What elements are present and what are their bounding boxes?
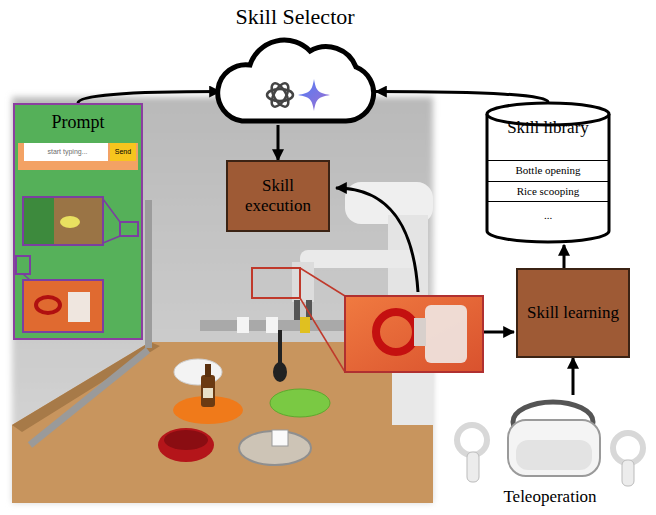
label-text: Prompt bbox=[15, 111, 141, 133]
flow-arrow bbox=[277, 125, 280, 160]
label-text: Skill execution bbox=[234, 176, 322, 216]
label-text: Rice scooping bbox=[488, 182, 608, 200]
label-text: start typing... bbox=[27, 143, 108, 161]
label-text: Skill Selector bbox=[200, 3, 390, 31]
label-text: Bottle opening bbox=[488, 161, 608, 179]
prompt-panel: Prompt start typing...Send bbox=[13, 103, 143, 340]
flow-arrow bbox=[78, 92, 220, 103]
prompt-panel-fill bbox=[13, 103, 143, 340]
library-entry: Rice scooping bbox=[488, 181, 608, 202]
label-text: Skill learning bbox=[527, 303, 619, 323]
cloud-outline bbox=[210, 37, 380, 125]
gripper-inset bbox=[252, 268, 483, 372]
process-box: Skill execution bbox=[226, 160, 330, 232]
send-button: Send bbox=[110, 143, 136, 161]
label-text: ... bbox=[488, 206, 608, 224]
flow-arrow bbox=[376, 92, 548, 102]
flow-arrow bbox=[572, 358, 575, 395]
teleoperation-device: Teleoperation bbox=[450, 395, 650, 507]
library-entry: Bottle opening bbox=[488, 160, 608, 181]
label-text: Send bbox=[110, 143, 136, 161]
skill-library-cylinder: Skill libraryBottle openingRice scooping… bbox=[484, 100, 612, 245]
text-input: start typing... bbox=[24, 143, 108, 161]
label-text: Teleoperation bbox=[503, 487, 596, 507]
process-box: Skill learning bbox=[516, 268, 630, 358]
skill-selector-cloud: Skill Selector bbox=[200, 3, 390, 127]
library-entry: ... bbox=[488, 206, 608, 226]
flow-arrow bbox=[563, 245, 566, 268]
headset bbox=[457, 402, 643, 486]
label-text: Skill library bbox=[503, 118, 593, 138]
